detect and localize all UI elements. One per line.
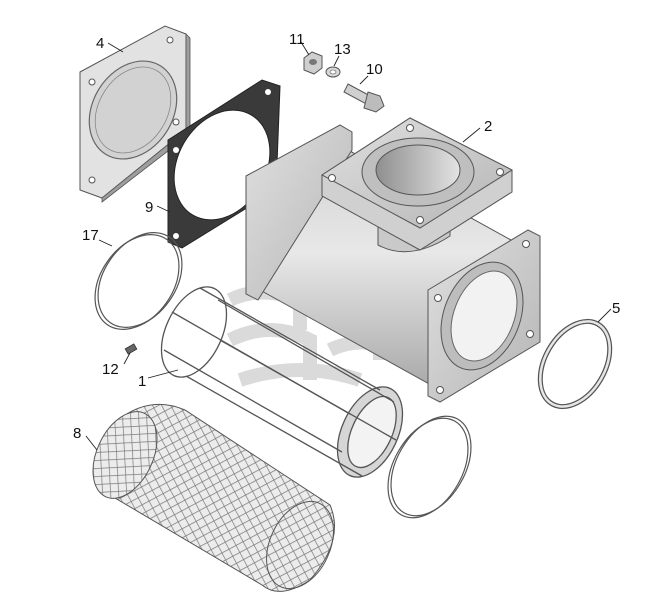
callout-9: 9 (145, 199, 153, 216)
part-13-washer (325, 66, 341, 78)
callout-leaders (85, 41, 612, 451)
callout-17: 17 (82, 227, 99, 244)
callout-11: 11 (289, 31, 305, 48)
callout-4: 4 (96, 35, 104, 52)
part-12-screw (124, 343, 138, 355)
ring-near-cage (387, 415, 472, 519)
callout-12: 12 (102, 361, 119, 378)
callout-2: 2 (484, 118, 492, 135)
callout-5: 5 (612, 300, 620, 317)
callout-8: 8 (73, 425, 81, 442)
callout-13: 13 (334, 41, 351, 58)
callout-10: 10 (366, 61, 383, 78)
part-10-bolt (343, 83, 385, 113)
part-11-nut (303, 51, 323, 75)
part-4-cover-plate (79, 25, 191, 203)
part-8-mesh-screen (92, 403, 335, 592)
part-2-housing (245, 117, 541, 403)
part-5-seal-ring (537, 318, 613, 410)
part-17-ring (94, 232, 183, 330)
part-1-cage (160, 286, 404, 478)
callout-1: 1 (138, 373, 146, 390)
